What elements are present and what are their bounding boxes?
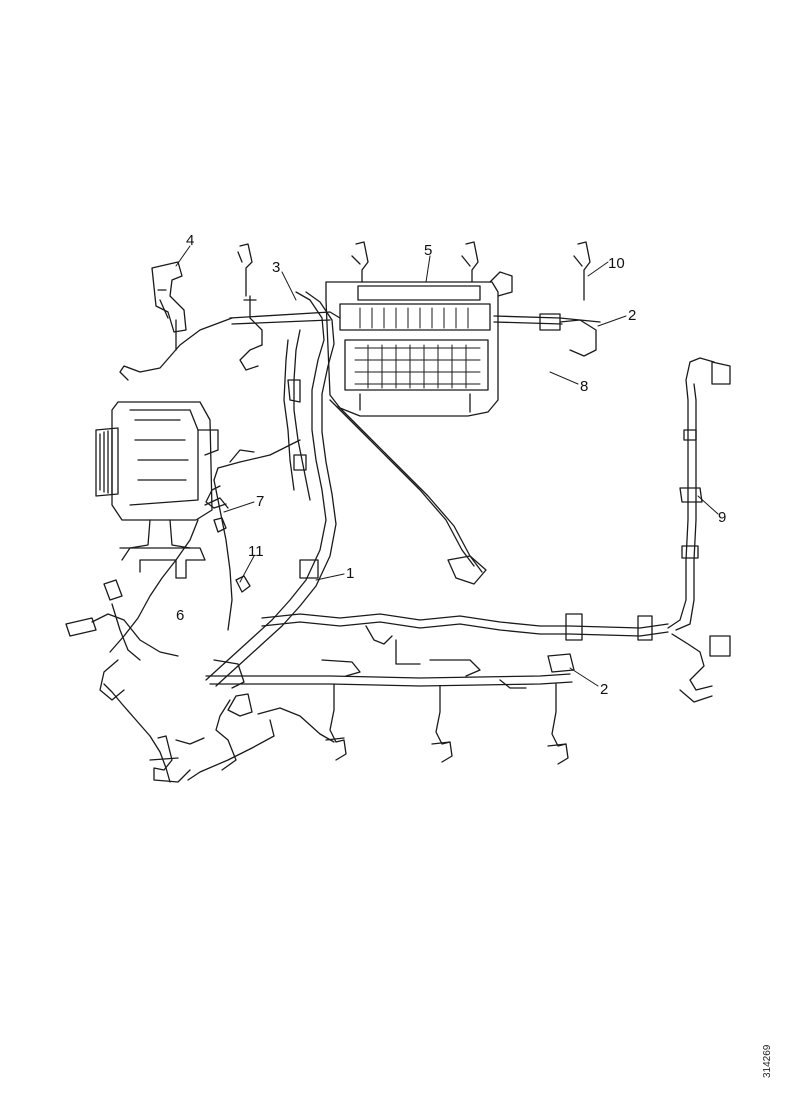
callout-6: 6 <box>176 607 184 624</box>
leader-lines <box>175 245 719 687</box>
main-harness-trunk <box>205 291 487 687</box>
figure-id: 314269 <box>762 1044 773 1078</box>
callout-1: 1 <box>346 565 354 582</box>
callout-10: 10 <box>608 255 625 272</box>
left-connectors <box>65 579 179 783</box>
callout-9: 9 <box>718 509 726 526</box>
lower-harness-rail <box>149 613 669 783</box>
upper-harness-rail <box>119 241 601 381</box>
callout-11: 11 <box>248 543 264 560</box>
callout-3: 3 <box>272 259 280 276</box>
callout-labels: 4 3 5 10 2 8 7 11 1 6 9 2 <box>176 232 726 698</box>
alternator-wiring <box>109 479 251 653</box>
lower-injectors <box>325 683 569 765</box>
bracket-4 <box>151 261 187 351</box>
callout-7: 7 <box>256 493 264 510</box>
callout-4: 4 <box>186 232 194 249</box>
callout-8: 8 <box>580 378 588 395</box>
callout-5: 5 <box>424 242 432 259</box>
fuse-box <box>325 271 513 417</box>
callout-2-upper: 2 <box>628 307 636 324</box>
right-harness <box>667 357 731 703</box>
alternator <box>95 401 229 579</box>
callout-2-lower: 2 <box>600 681 608 698</box>
